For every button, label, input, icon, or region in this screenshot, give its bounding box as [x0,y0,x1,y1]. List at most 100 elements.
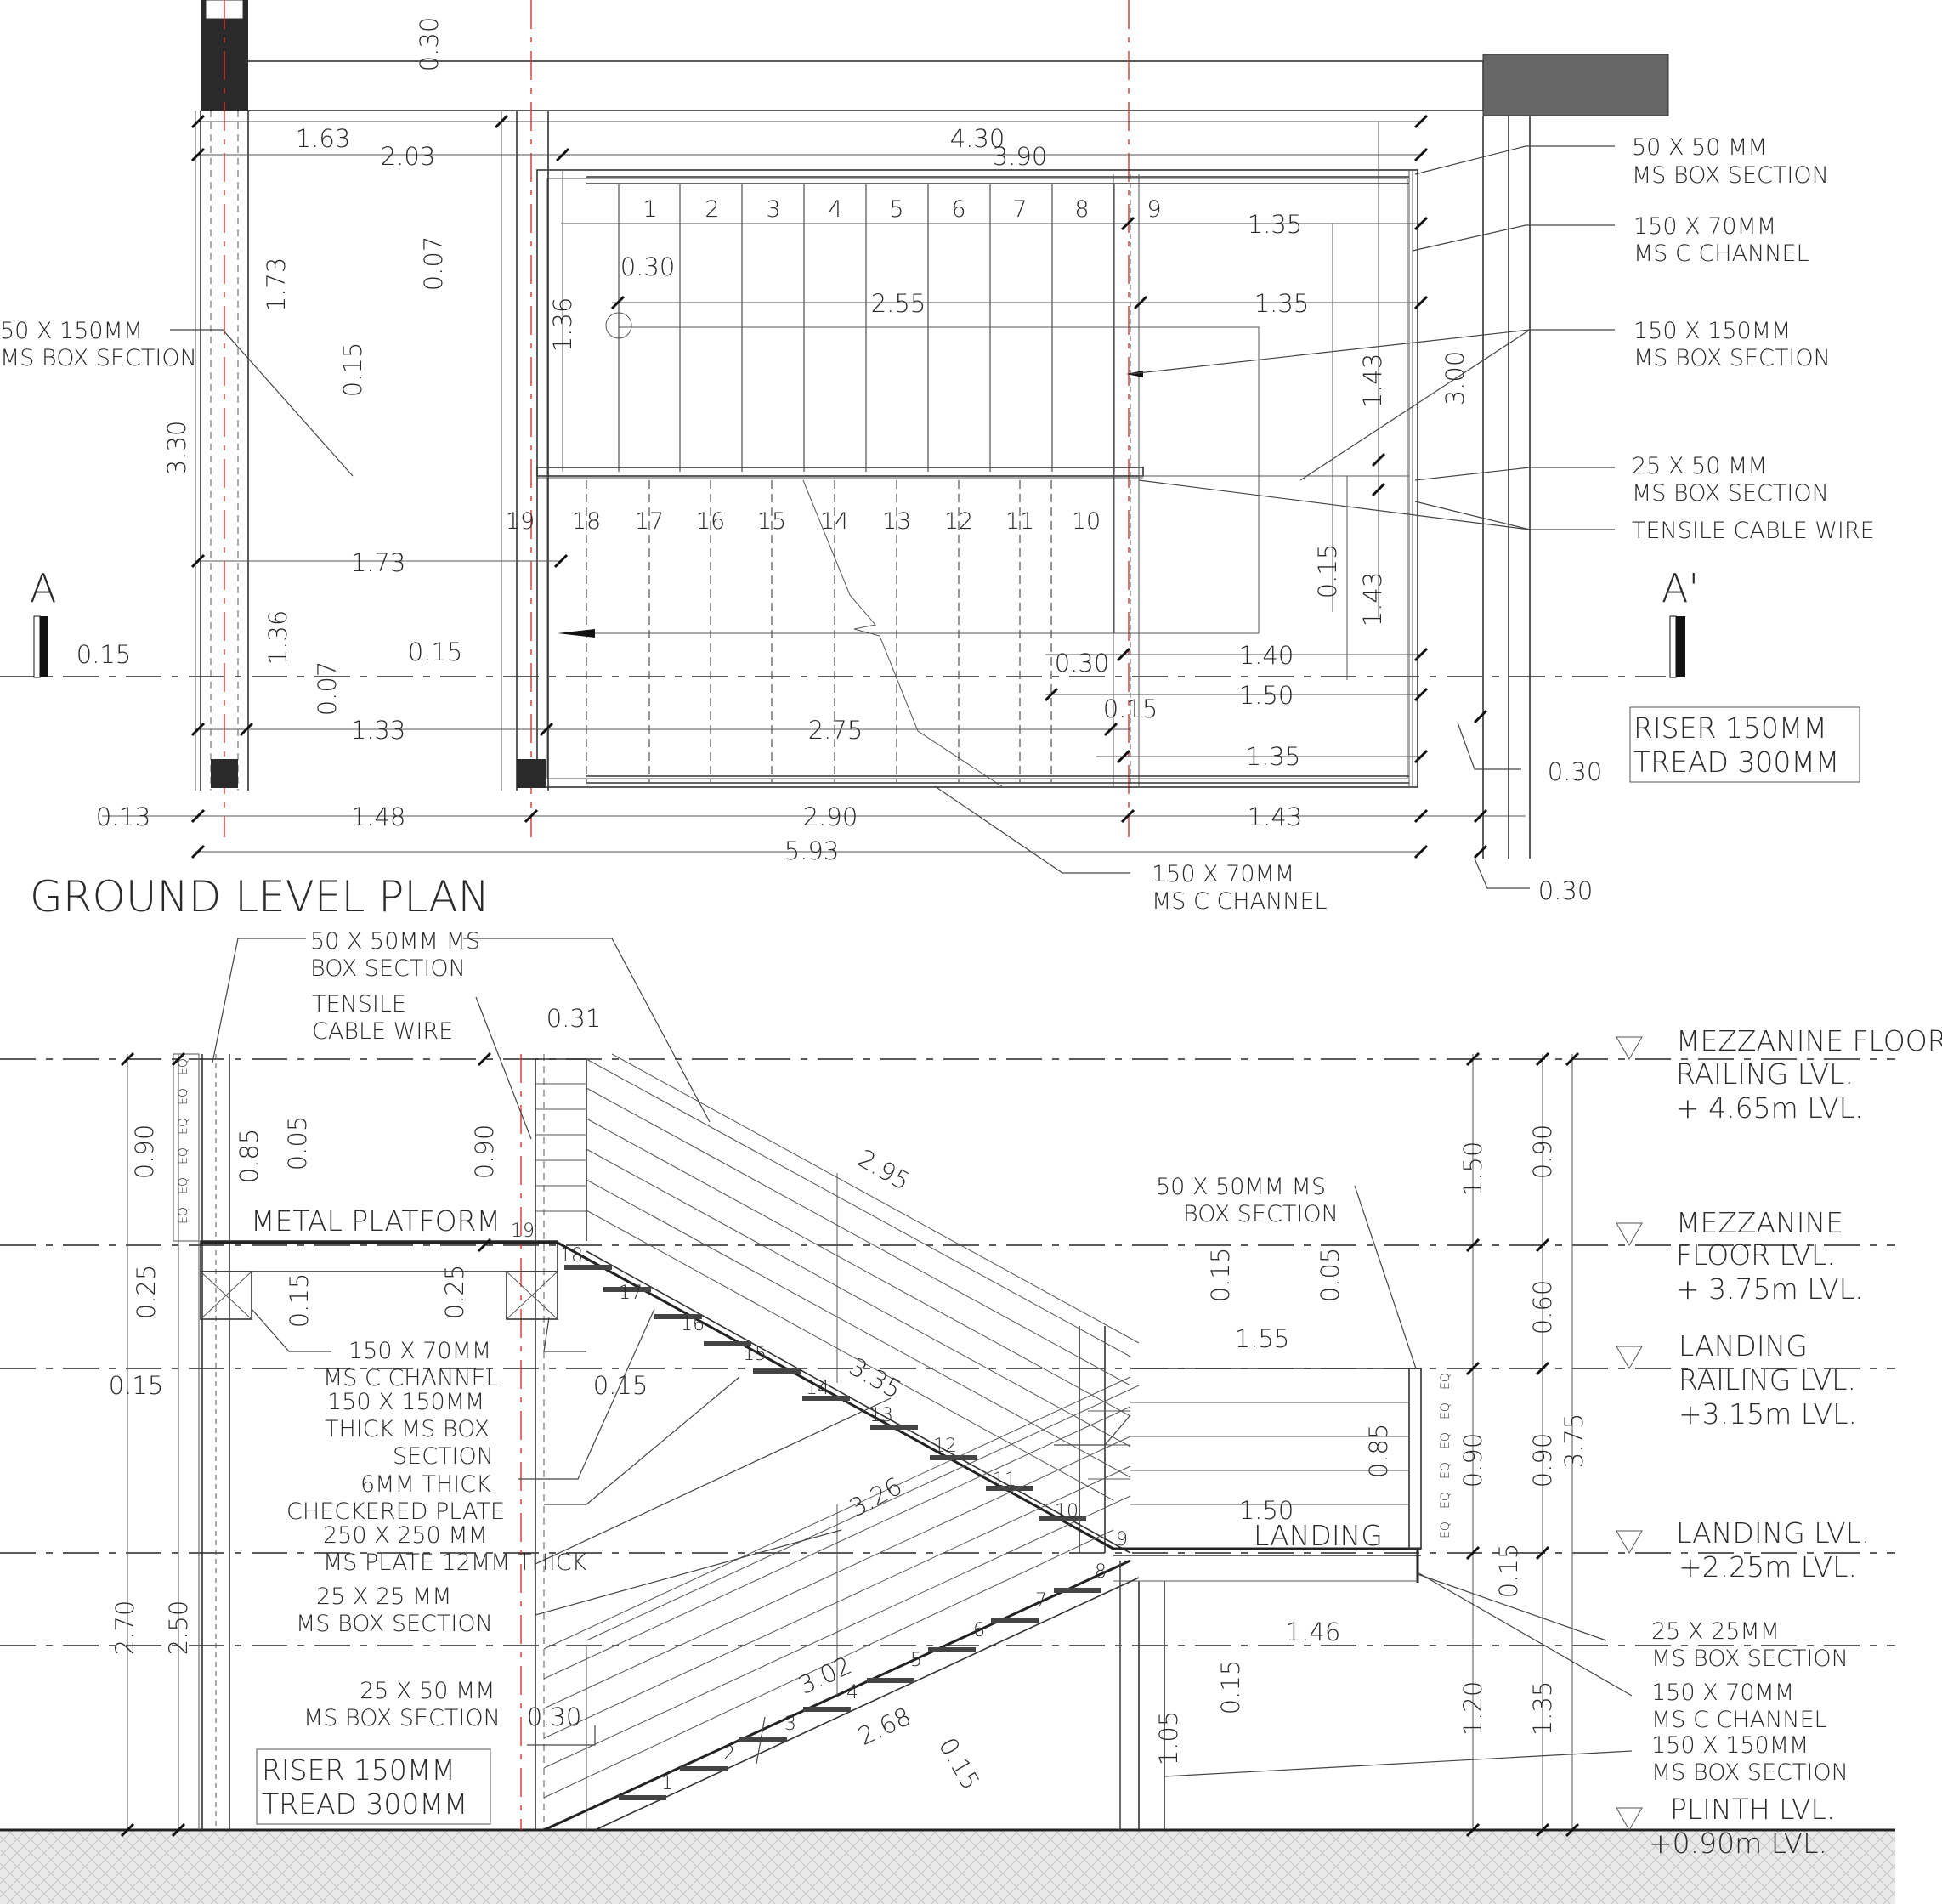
drawing-label: 3.30 [162,421,191,476]
section-mark-a-prime: A' [1662,565,1699,678]
drawing-label: EQ [1439,1492,1452,1509]
drawing-label: 16 [696,508,725,535]
drawing-label: 13 [882,508,911,535]
drawing-label: 1.46 [1286,1618,1341,1646]
drawing-label: EQ [177,1118,190,1135]
drawing-label: 2.75 [808,716,863,745]
drawing-label: 2 [723,1743,735,1765]
drawing-label: MS BOX SECTION [0,345,197,371]
drawing-label: MS C CHANNEL [1651,1707,1827,1733]
drawing-label: 150 X 150MM [1651,1732,1809,1759]
drawing-label: 19 [506,508,535,535]
drawing-label: MS PLATE 12MM THICK [323,1550,587,1576]
drawing-label: +0.90m LVL. [1649,1827,1827,1860]
drawing-label: 14 [820,508,849,535]
drawing-label: 25 X 25MM [1651,1618,1780,1645]
drawing-label: 1.35 [1248,210,1303,239]
drawing-label: 5.93 [784,836,840,865]
drawing-label: MS C CHANNEL [1152,888,1328,915]
drawing-label: 1.35 [1246,742,1301,771]
drawing-label: 0.07 [419,236,448,292]
drawing-label: EQ [177,1058,190,1075]
drawing-label: 3.90 [993,142,1048,171]
drawing-label: 1.48 [351,802,406,831]
drawing-label: EQ [177,1177,190,1194]
drawing-label: 1.50 [1239,1496,1294,1525]
drawing-label: 150 X 150MM [1633,318,1791,344]
drawing-label: 1 [661,1773,673,1794]
drawing-label: 14 [806,1378,829,1399]
drawing-label: + 3.75m LVL. [1676,1272,1863,1306]
drawing-label: 0.15 [1313,544,1342,599]
metal-platform [200,1240,558,1272]
drawing-label: 0.15 [338,343,367,398]
drawing-label: LANDING [1679,1329,1808,1363]
drawing-label: 2.90 [803,802,858,831]
drawing-label: 0.60 [1528,1280,1557,1335]
drawing-label: 1.73 [262,258,291,313]
drawing-label: 2.50 [164,1601,193,1656]
drawing-label: 1.43 [1358,572,1387,627]
drawing-label: +3.15m LVL. [1679,1397,1857,1431]
drawing-label: 1.36 [263,610,292,666]
plan-riser-tread-note: RISER 150MM TREAD 300MM [1629,706,1860,783]
drawing-label: 4.30 [950,124,1005,153]
drawing-label: 15 [757,508,786,535]
drawing-label: 19 [511,1221,535,1242]
drawing-label: 25 X 25 MM [316,1584,452,1610]
drawing-label: 1.63 [296,124,351,153]
drawing-label: 2.03 [381,142,436,171]
drawing-label: 17 [635,508,664,535]
drawing-label: MS BOX SECTION [1632,480,1829,507]
drawing-label: EQ [1439,1402,1452,1420]
drawing-label: 2.95 [853,1143,915,1196]
drawing-label: 150 X 70MM [1152,861,1294,887]
drawing-label: EQ [1439,1432,1452,1449]
drawing-label: 12 [933,1436,957,1457]
drawing-label: TENSILE [312,991,406,1017]
drawing-label: MEZZANINE [1676,1206,1843,1239]
drawing-label: 8 [1074,196,1089,223]
drawing-label: MS BOX SECTION [296,1611,493,1637]
drawing-label: MS BOX SECTION [1633,345,1831,371]
metal-platform-label: METAL PLATFORM [251,1204,501,1238]
drawing-label: 0.30 [415,17,444,72]
section-mark-a: A [30,565,56,678]
section-riser-tread-note: RISER 150MM TREAD 300MM [256,1748,491,1825]
drawing-label: 1.35 [1528,1681,1557,1737]
drawing-label: MS C CHANNEL [1633,241,1809,267]
drawing-label: 1.36 [548,298,577,353]
drawing-label: +2.25m LVL. [1679,1550,1857,1584]
drawing-label: 6 [973,1620,985,1641]
drawing-label: 50 X 50MM MS [1156,1174,1326,1200]
drawing-label: 1.43 [1358,354,1387,409]
drawing-label: 5 [889,196,903,223]
drawing-label: 0.90 [130,1125,159,1180]
drawing-label: 1 [643,196,657,223]
drawing-label: 16 [681,1314,705,1335]
drawing-label: 0.30 [1538,876,1594,905]
drawing-label: 1.20 [1458,1681,1487,1737]
drawing-label: 1.43 [1248,802,1303,831]
drawing-label: 13 [869,1405,893,1426]
drawing-label: 150 X 70MM [1651,1680,1794,1706]
drawing-label: 18 [572,508,601,535]
drawing-label: BOX SECTION [1183,1201,1339,1227]
drawing-label: 3 [784,1714,796,1735]
drawing-label: FLOOR LVL. [1676,1238,1836,1272]
drawing-label: 0.30 [1548,757,1603,786]
drawing-label: 7 [1012,196,1027,223]
drawing-label: 150 X 70MM [1633,213,1776,240]
drawing-label: 9 [1116,1529,1128,1550]
drawing-label: 1.50 [1458,1142,1487,1197]
drawing-label: 4 [846,1682,858,1703]
drawing-label: 0.07 [313,661,342,717]
drawing-label: 3 [766,196,780,223]
drawing-label: 1.33 [351,716,406,745]
drawing-label: PLINTH LVL. [1670,1793,1835,1826]
drawing-label: MS C CHANNEL [323,1365,499,1391]
drawing-label: 12 [944,508,973,535]
drawing-label: CHECKERED PLATE [286,1499,505,1525]
